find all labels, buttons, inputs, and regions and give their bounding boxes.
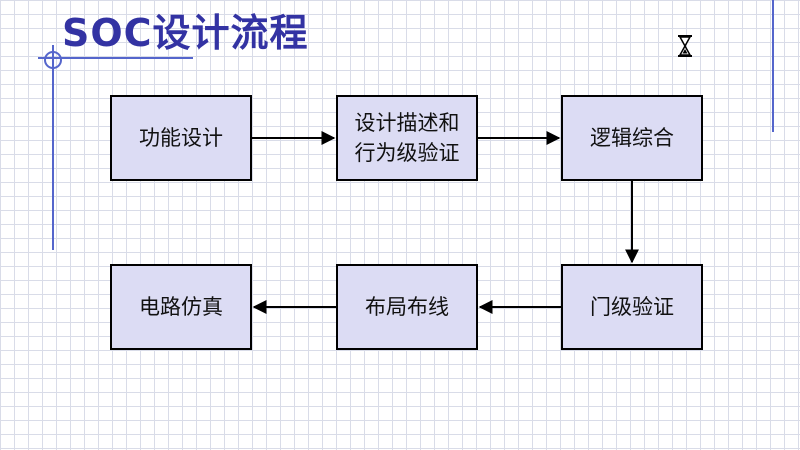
step-label: 门级验证 — [590, 295, 674, 319]
decorative-ring — [44, 51, 62, 69]
step-circuit-simulation: 电路仿真 — [110, 264, 252, 350]
decorative-rule-vertical — [52, 45, 54, 250]
hourglass-icon — [678, 35, 692, 57]
step-label: 逻辑综合 — [590, 126, 674, 150]
step-label: 布局布线 — [365, 295, 449, 319]
step-label: 设计描述和行为级验证 — [354, 111, 460, 165]
decorative-rule-horizontal — [38, 57, 193, 59]
step-label: 功能设计 — [139, 126, 223, 150]
step-gate-level-verification: 门级验证 — [561, 264, 703, 350]
step-label: 电路仿真 — [139, 295, 223, 319]
decorative-rule-right — [772, 0, 774, 132]
step-place-and-route: 布局布线 — [336, 264, 478, 350]
step-design-description-verification: 设计描述和行为级验证 — [336, 95, 478, 181]
slide-title: SOC设计流程 — [62, 11, 309, 55]
step-functional-design: 功能设计 — [110, 95, 252, 181]
step-logic-synthesis: 逻辑综合 — [561, 95, 703, 181]
